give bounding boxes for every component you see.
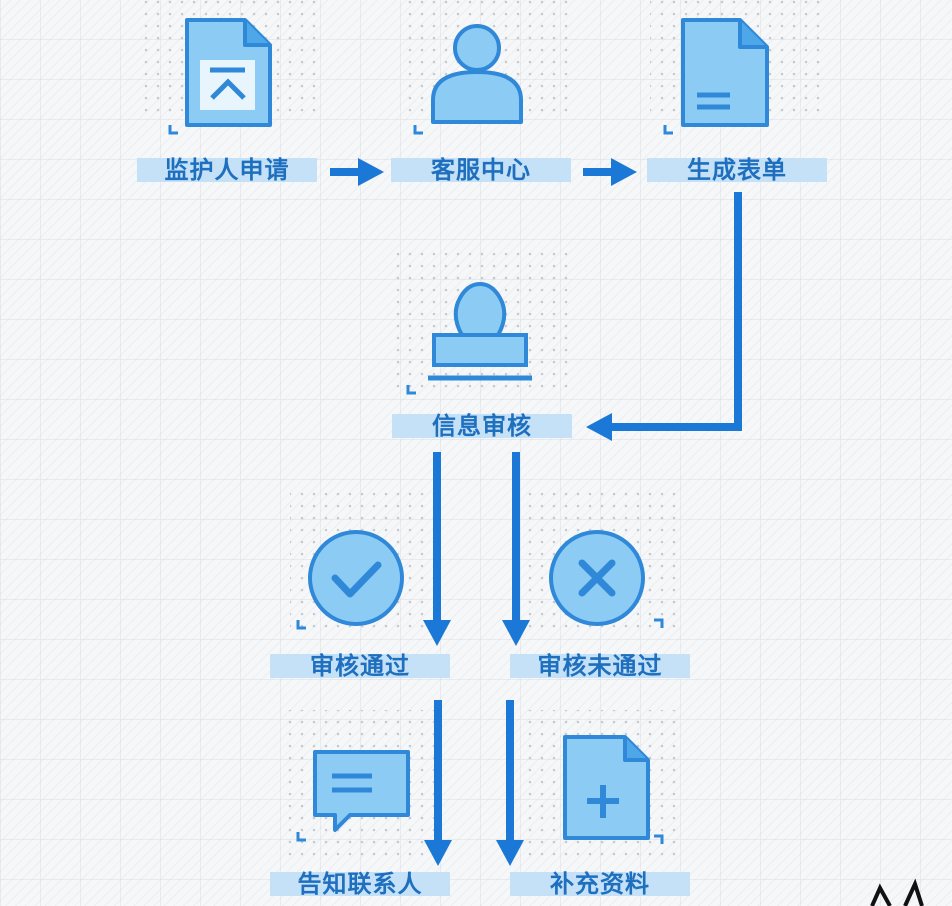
message-icon — [296, 750, 410, 842]
x-circle-icon — [549, 530, 664, 628]
check-circle-icon — [296, 530, 404, 630]
arrowhead — [358, 158, 384, 186]
arrowhead — [424, 840, 452, 866]
arrowheads — [358, 158, 637, 866]
step-label-supplement-info: 补充资料 — [510, 872, 690, 896]
connectors — [330, 168, 742, 842]
step-label-notify-contact: 告知联系人 — [270, 872, 450, 896]
arrow-form-to-review — [612, 192, 742, 431]
step-label-customer-service: 客服中心 — [391, 158, 571, 182]
arrowhead — [502, 620, 530, 646]
document-upload-icon — [168, 18, 272, 135]
step-label-generate-form: 生成表单 — [647, 158, 827, 182]
step-label-info-review: 信息审核 — [392, 414, 572, 438]
step-label-review-failed: 审核未通过 — [510, 654, 690, 678]
arrowhead — [423, 620, 451, 646]
step-label-review-passed: 审核通过 — [270, 654, 450, 678]
stamp-icon — [406, 282, 532, 395]
arrowhead — [611, 158, 637, 186]
document-add-icon — [563, 735, 664, 844]
document-form-icon — [663, 18, 769, 135]
corner-scribble — [870, 878, 924, 906]
arrowhead — [496, 840, 524, 866]
arrowhead — [586, 413, 612, 441]
step-label-guardian-apply: 监护人申请 — [137, 158, 317, 182]
user-icon — [413, 24, 523, 135]
